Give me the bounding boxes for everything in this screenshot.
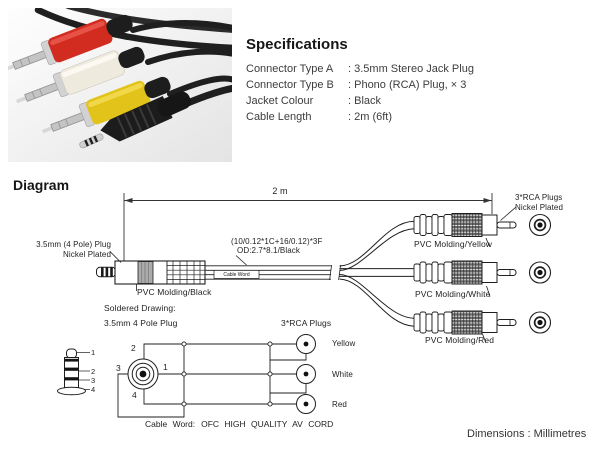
pvc-molding-black-label: PVC Molding/Black	[137, 287, 212, 297]
product-photo	[8, 8, 232, 162]
cable-word-tag: Cable Word	[223, 271, 250, 278]
dimensions-note: Dimensions : Millimetres	[467, 428, 587, 440]
specifications-table: Connector Type A : 3.5mm Stereo Jack Plu…	[246, 61, 576, 125]
pole-pin-1-label: 1	[163, 361, 168, 372]
wire-color-red: Red	[332, 399, 347, 409]
dim-arrow-left	[124, 198, 133, 203]
white-rca-plug-photo	[16, 46, 145, 104]
rca-plugs-label-line1: 3*RCA Plugs	[515, 193, 563, 202]
spec-row-cable-length: Cable Length : 2m (6ft)	[246, 109, 576, 125]
spec-label: Connector Type A	[246, 63, 334, 75]
spec-row-connector-a: Connector Type A : 3.5mm Stereo Jack Plu…	[246, 61, 576, 77]
soldered-drawing-title: Soldered Drawing:	[104, 303, 176, 313]
cable-word-label: Cable Word:	[145, 419, 196, 429]
dimension-label: 2 m	[272, 186, 288, 196]
wire-color-yellow: Yellow	[332, 339, 356, 348]
jack-plug-photo	[79, 91, 191, 149]
soldered-rca-plugs-label: 3*RCA Plugs	[281, 318, 332, 328]
cable-word-box	[213, 270, 260, 279]
jack-plug-label: 3.5mm (4 Pole) Plug Nickel Plated	[18, 240, 111, 259]
spec-value: : 2m (6ft)	[348, 111, 393, 123]
soldered-drawing-subtitle: 3.5mm 4 Pole Plug	[104, 318, 178, 328]
pvc-molding-yellow-label: PVC Molding/Yellow	[414, 239, 493, 249]
jack-pin-4-label: 4	[91, 384, 96, 394]
pvc-molding-white-label: PVC Molding/White	[415, 289, 491, 299]
cable-spec-line1: (10/0.12*1C+16/0.12)*3F	[231, 237, 323, 246]
spec-label: Connector Type B	[246, 79, 334, 91]
spec-label: Jacket Colour	[246, 95, 314, 107]
pvc-molding-red-label: PVC Molding/Red	[425, 335, 495, 345]
spec-value: : Phono (RCA) Plug, × 3	[348, 79, 467, 91]
cable-run	[205, 264, 341, 281]
spec-row-jacket-colour: Jacket Colour : Black	[246, 93, 576, 109]
yellow-rca-plug-photo	[42, 76, 171, 134]
spec-value: : Black	[348, 95, 382, 107]
spec-value: : 3.5mm Stereo Jack Plug	[348, 63, 474, 75]
soldered-wiring-drawing	[117, 334, 316, 418]
wire-color-white: White	[332, 369, 353, 379]
dim-arrow-right	[483, 198, 492, 203]
pole-pin-3-label: 3	[116, 363, 121, 373]
rca-plugs-label-line2: Nickel Plated	[515, 202, 563, 212]
pole-pin-4-label: 4	[132, 389, 137, 400]
diagram-title: Diagram	[13, 177, 70, 193]
jack-plug-label-line1: 3.5mm (4 Pole) Plug	[36, 240, 111, 249]
jack-pin-1-label: 1	[91, 348, 96, 357]
jack-plug-drawing	[96, 260, 206, 285]
red-rca-plug-photo	[8, 14, 133, 72]
dimension-2m	[123, 193, 493, 261]
soldered-jack-drawing	[57, 348, 90, 396]
jack-plug-label-line2: Nickel Plated	[63, 249, 111, 259]
cable-word-line: Cable Word: OFC HIGH QUALITY AV CORD	[145, 419, 333, 429]
rca-plugs-label: 3*RCA Plugs Nickel Plated	[515, 193, 563, 212]
soldered-rca-terminals	[296, 334, 316, 414]
specifications-title: Specifications	[246, 36, 348, 53]
pole-pin-2-label: 2	[131, 343, 136, 353]
cables	[34, 8, 232, 112]
cable-branches	[339, 220, 415, 327]
rca-plug-red-drawing	[413, 310, 552, 335]
jack-pin-2-label: 2	[91, 366, 96, 376]
cable-word-value: OFC HIGH QUALITY AV CORD	[201, 419, 334, 429]
rca-plug-yellow-drawing	[413, 212, 552, 238]
spec-row-connector-b: Connector Type B : Phono (RCA) Plug, × 3	[246, 77, 576, 93]
jack-pin-3-label: 3	[91, 375, 96, 385]
leader-lines	[109, 206, 517, 344]
rca-plug-white-drawing	[413, 260, 552, 285]
spec-label: Cable Length	[246, 111, 312, 123]
cable-spec-line2: OD:2.7*8.1/Black	[237, 246, 300, 255]
